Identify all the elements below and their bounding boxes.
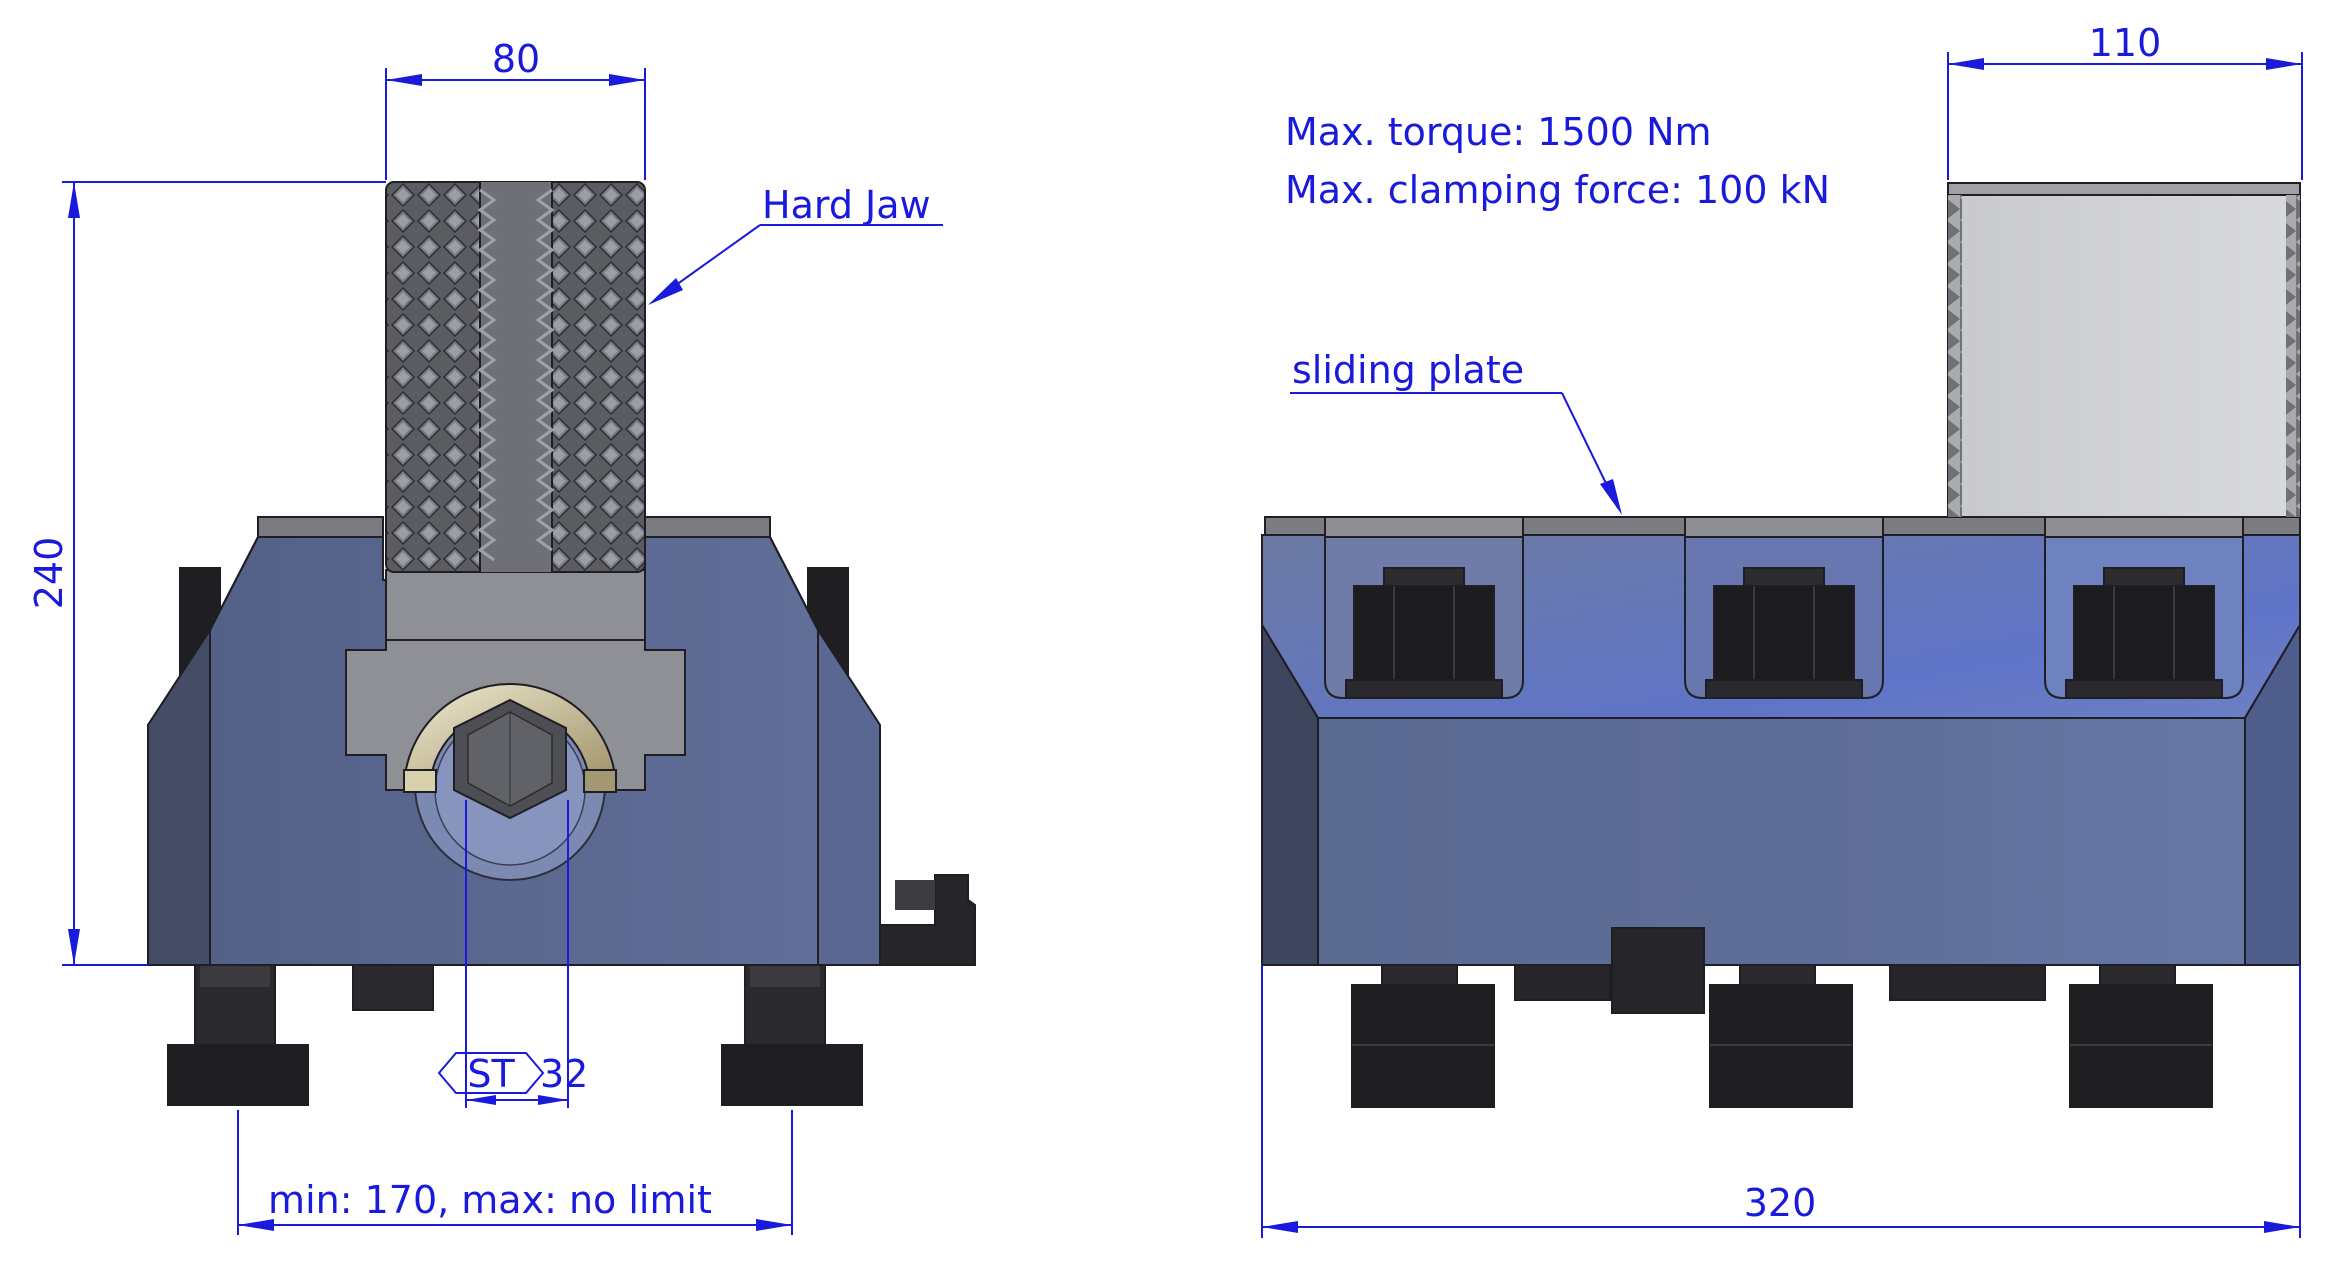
wrench-size-symbol-icon: ST 32 [437,1052,588,1105]
hex-bolt-2-icon [1705,567,1863,699]
hard-jaw-callout: Hard Jaw [648,183,943,305]
knurled-jaw-icon [385,181,646,573]
side-key-2 [1889,964,2046,1001]
hard-jaw-label: Hard Jaw [762,183,931,227]
side-lever [1611,927,1705,1014]
hex-bolt-1-icon [1345,567,1503,699]
top-plate-right [644,516,771,538]
dimension-jaw-width-side: 110 [1947,21,2303,180]
t-slot-foot-left [167,964,309,1106]
front-view: 80 240 Hard Jaw ST 32 [27,37,976,1235]
spec-torque: Max. torque: 1500 Nm [1285,110,1712,154]
dim-80-label: 80 [492,37,540,81]
wrench-symbol-text: ST [467,1052,515,1096]
dim-110-label: 110 [2089,21,2162,65]
spec-clamping-force: Max. clamping force: 100 kN [1285,168,1830,212]
dimension-overall-height: 240 [27,181,386,966]
hex-nut-icon [453,698,567,820]
side-jaw [1947,182,2301,518]
spacing-label: min: 170, max: no limit [268,1178,712,1222]
side-view: 110 320 sliding plate Max. torque: 1500 … [1261,21,2303,1238]
dim-240-label: 240 [27,537,71,610]
hex-bolt-3-icon [2065,567,2223,699]
dimension-jaw-width-front: 80 [385,37,646,180]
dim-320-label: 320 [1744,1181,1817,1225]
dimension-overall-length: 320 [1261,965,2301,1238]
dimension-spacing: min: 170, max: no limit [237,1110,793,1235]
side-foot-1 [1351,964,1495,1108]
side-foot-3 [2069,964,2213,1108]
side-key-1 [1514,964,1611,1001]
sliding-plate-label: sliding plate [1292,348,1524,392]
center-key [352,964,434,1011]
side-foot-2 [1709,964,1853,1108]
sliding-plate-callout: sliding plate [1290,348,1622,515]
top-plate-left [257,516,384,538]
wrench-size-text: 32 [540,1052,588,1096]
t-slot-foot-right [721,964,863,1106]
